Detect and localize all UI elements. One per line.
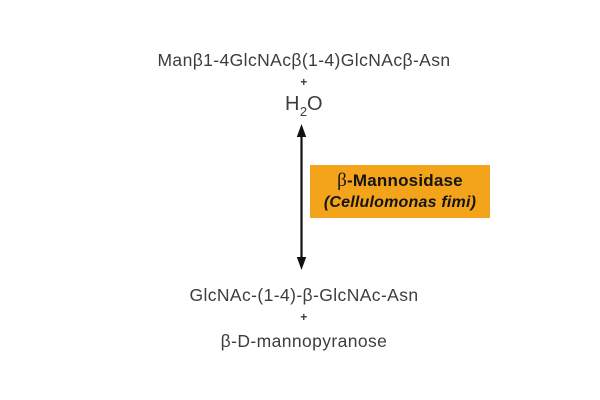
plus-sign-top: + — [300, 75, 308, 89]
water-subscript: 2 — [299, 104, 308, 119]
water-formula: H2O — [4, 92, 600, 124]
double-headed-arrow-icon — [296, 124, 307, 270]
product-formula-1: GlcNAc-(1-4)-β-GlcNAc-Asn — [189, 285, 419, 305]
product-formula-2: β-D-mannopyranose — [220, 331, 388, 351]
plus-sign-bottom: + — [300, 310, 308, 324]
enzyme-name-rest: -Mannosidase — [347, 171, 463, 190]
water-o: O — [307, 93, 324, 115]
substrate-formula: Manβ1-4GlcNAcβ(1-4)GlcNAcβ-Asn — [157, 50, 451, 70]
enzyme-beta-symbol: β — [337, 170, 348, 191]
enzyme-label-box: β-Mannosidase (Cellulomonas fimi) — [310, 165, 490, 218]
enzyme-organism: (Cellulomonas fimi) — [323, 194, 477, 211]
arrow-head-down — [296, 257, 307, 270]
water-h: H — [284, 93, 300, 115]
arrow-head-up — [296, 124, 307, 137]
enzyme-name: β-Mannosidase — [337, 170, 463, 192]
